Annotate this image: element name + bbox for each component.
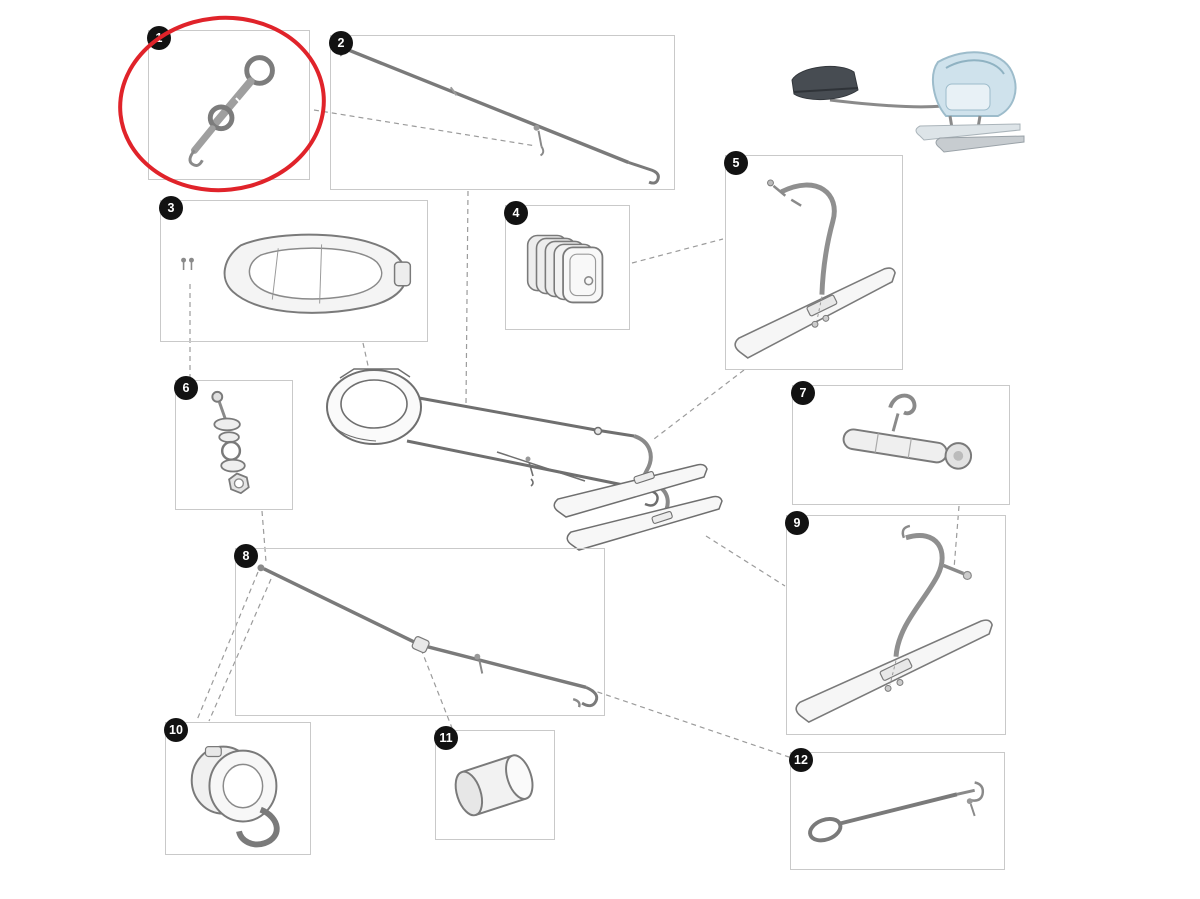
part-box-12[interactable]: 12 (789, 748, 1005, 870)
thumb-ski (935, 135, 1025, 153)
part-box-11[interactable]: 11 (434, 726, 555, 840)
part-box-7[interactable]: 7 (791, 381, 1010, 505)
sleeve-bushing-icon (454, 754, 534, 817)
part-number-badge: 9 (785, 511, 809, 535)
part-box-1[interactable]: 1 (147, 26, 310, 180)
pull-bar-loop-icon (808, 781, 985, 843)
thumb-cargo-bag (791, 66, 859, 101)
part-box-8[interactable]: 8 (234, 544, 605, 716)
part-number-badge: 6 (174, 376, 198, 400)
part-number-badge: 11 (434, 726, 458, 750)
part-number-badge: 4 (504, 201, 528, 225)
part-number-badge: 1 (147, 26, 171, 50)
tow-bar-upper-icon (339, 48, 660, 185)
part-box-10[interactable]: 10 (164, 718, 311, 855)
bolt-washer-kit-icon (211, 390, 250, 495)
part-box-2[interactable]: 2 (329, 31, 675, 190)
part-box-3[interactable]: 3 (159, 196, 428, 342)
roller-tube-hook-icon (842, 393, 973, 470)
pad-plate-set-icon (526, 234, 604, 304)
tow-bar-lower-icon (257, 564, 599, 708)
product-thumbnail (791, 51, 1025, 153)
part-box-9[interactable]: 9 (785, 511, 1006, 735)
part-number-badge: 2 (329, 31, 353, 55)
part-number-badge: 10 (164, 718, 188, 742)
part-box-5[interactable]: 5 (724, 151, 903, 370)
hip-belt-icon (181, 233, 412, 314)
part-number-badge: 3 (159, 196, 183, 220)
part-number-badge: 5 (724, 151, 748, 175)
thumb-towbar (829, 98, 943, 109)
hitch-pin-coupling-icon (188, 55, 275, 167)
part-box-4[interactable]: 4 (504, 201, 630, 330)
thumb-ski (915, 123, 1021, 141)
part-number-badge: 12 (789, 748, 813, 772)
part-number-badge: 8 (234, 544, 258, 568)
part-box-6[interactable]: 6 (174, 376, 293, 510)
ski-assembly-right-icon (795, 524, 993, 724)
part-number-badge: 7 (791, 381, 815, 405)
assembly-illustration (326, 368, 723, 551)
hitch-clamp-icon (190, 745, 280, 848)
ski-assembly-left-icon (734, 179, 896, 359)
